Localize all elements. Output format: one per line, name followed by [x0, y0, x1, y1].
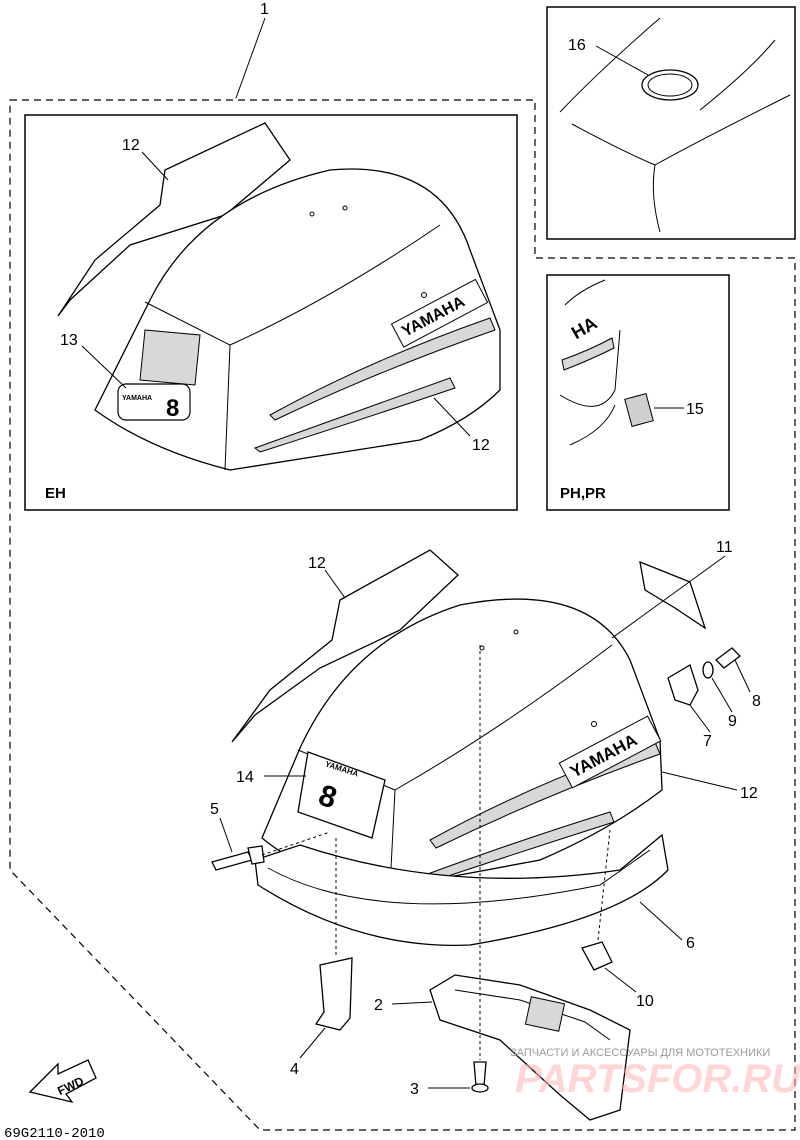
inset-ph-pr-frame [546, 274, 730, 511]
decal-15 [624, 393, 654, 427]
main-assembly: 12 YAMAHA YAMAHA 8 14 11 12 6 7 [210, 539, 761, 1121]
handle-2-pocket [524, 996, 566, 1032]
callout-10: 10 [636, 993, 654, 1010]
eh-cowling-outline [94, 168, 501, 471]
inset-grommet-cowl-line [571, 94, 791, 166]
inset-grommet-cowl-line [699, 39, 776, 111]
leader-5 [219, 817, 233, 853]
main-cowling-ridge [394, 644, 613, 791]
leader-2 [391, 1001, 433, 1005]
callout-5: 5 [210, 801, 219, 818]
callout-2: 2 [374, 997, 383, 1014]
php-cowl-curve [559, 329, 621, 407]
watermark-site: PARTSFOR.RU [515, 1057, 800, 1101]
pin-5 [211, 851, 253, 871]
leader-7 [689, 704, 711, 733]
pin-5-head [247, 845, 265, 865]
leader-11 [611, 555, 726, 639]
eh-model-badge-brand: YAMAHA [122, 395, 152, 402]
inset-grommet: 16 [546, 6, 796, 240]
callout-13: 13 [60, 332, 78, 349]
inset-grommet-cowl-line [559, 17, 661, 113]
clip-10 [581, 941, 613, 971]
leader-1 [235, 17, 266, 99]
inset-grommet-cowl-line [652, 164, 661, 233]
grommet-16 [641, 69, 699, 101]
leader-10 [604, 967, 637, 993]
eh-screw-hole [309, 211, 315, 217]
eh-stripe-upper [269, 317, 496, 421]
watermark-tagline: ЗАПЧАСТИ И АКСЕССУАРЫ ДЛЯ МОТОТЕХНИКИ [510, 1047, 770, 1059]
main-top-decal-12 [231, 549, 459, 743]
callout-16: 16 [568, 37, 586, 54]
php-stripe [561, 337, 615, 371]
leader-8 [734, 659, 751, 693]
fwd-arrow-shape [28, 1059, 97, 1104]
callout-8: 8 [752, 693, 761, 710]
callout-12-main-right: 12 [740, 785, 758, 802]
decal-11 [639, 560, 707, 630]
eh-stripe-lower [253, 377, 456, 453]
seal-6-inner [267, 849, 651, 905]
leader-16 [595, 45, 649, 76]
diagram-code: 69G2110-2010 [4, 1126, 105, 1140]
eh-screw-hole [421, 292, 427, 298]
main-screw-hole [513, 629, 519, 635]
inset-grommet-frame [546, 6, 796, 240]
php-cowl-curve [569, 404, 616, 446]
inset-ph-pr-label: PH,PR [560, 485, 606, 502]
main-screw-hole [591, 721, 597, 727]
eh-yamaha-panel [390, 278, 489, 348]
leader-13 [81, 345, 127, 389]
model-badge-14 [297, 751, 386, 839]
callout-7: 7 [703, 733, 712, 750]
bolt-8 [715, 647, 741, 669]
leader-6 [639, 901, 683, 941]
eh-top-decal [57, 122, 291, 317]
eh-model-badge-number: 8 [166, 395, 179, 422]
eh-screw-hole [342, 205, 348, 211]
inset-eh-label: EH [45, 485, 66, 502]
inset-eh: YAMAHA YAMAHA 8 12 13 12 EH [24, 114, 518, 511]
leader-12-eh [433, 397, 471, 437]
seal-6 [254, 833, 669, 947]
leader-12-top [141, 151, 169, 181]
grommet-16-inner [647, 73, 693, 97]
leader-4 [299, 1027, 326, 1059]
php-cowl-curve [564, 279, 606, 306]
eh-cowling-ridge [229, 224, 441, 346]
leader-9 [711, 677, 733, 713]
callout-1: 1 [260, 1, 269, 18]
main-stripe-lower [424, 811, 615, 883]
clamp-7 [667, 664, 699, 706]
fwd-arrow: FWD [28, 1059, 97, 1104]
callout-14: 14 [236, 769, 254, 786]
bracket-4 [314, 957, 353, 1031]
callout-4: 4 [290, 1061, 299, 1078]
main-yamaha-panel [558, 715, 662, 789]
screw-3 [473, 1061, 487, 1087]
callout-15: 15 [686, 401, 704, 418]
callout-11: 11 [716, 539, 733, 556]
leader-12-main-right [661, 771, 738, 791]
callout-12-main-left: 12 [308, 555, 326, 572]
screw-3-head [471, 1083, 489, 1093]
callout-9: 9 [728, 713, 737, 730]
inset-ph-pr: HA 15 PH,PR [546, 274, 730, 511]
callout-12-top: 12 [122, 137, 140, 154]
callout-6: 6 [686, 935, 695, 952]
callout-3: 3 [410, 1081, 419, 1098]
callout-12-eh: 12 [472, 437, 490, 454]
eh-air-intake [139, 329, 201, 386]
eh-model-badge [117, 383, 191, 421]
dotted-axis-clip [597, 829, 611, 941]
washer-9 [702, 661, 714, 679]
leader-12-main-left [324, 569, 346, 599]
